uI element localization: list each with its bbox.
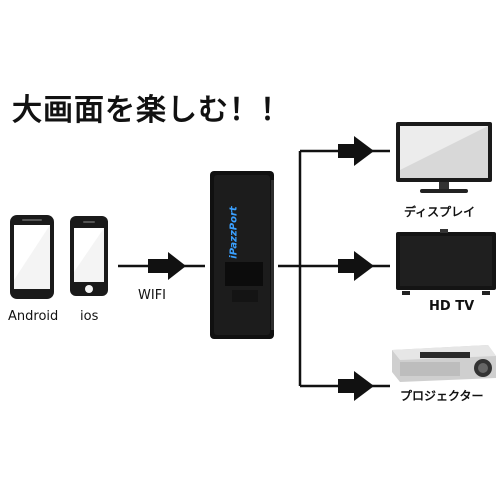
dongle-device — [210, 171, 274, 339]
hdtv-label: HD TV — [429, 299, 475, 314]
monitor-icon — [396, 122, 492, 193]
projector-icon — [392, 345, 496, 382]
output-connectors — [278, 136, 390, 401]
iphone-icon — [70, 216, 108, 296]
android-phone-icon — [10, 215, 54, 299]
dongle-brand: iPazzPort — [224, 205, 252, 265]
projector-label: プロジェクター — [400, 389, 484, 403]
wifi-arrow — [118, 252, 205, 280]
headline: 大画面を楽しむ！！ — [12, 93, 291, 128]
dongle-brand-text: iPazzPort — [228, 206, 240, 259]
tv-icon — [396, 229, 496, 295]
display-label: ディスプレイ — [404, 205, 476, 219]
android-label: Android — [8, 309, 59, 324]
ios-label: ios — [80, 309, 99, 324]
wifi-label: WIFI — [138, 288, 166, 303]
